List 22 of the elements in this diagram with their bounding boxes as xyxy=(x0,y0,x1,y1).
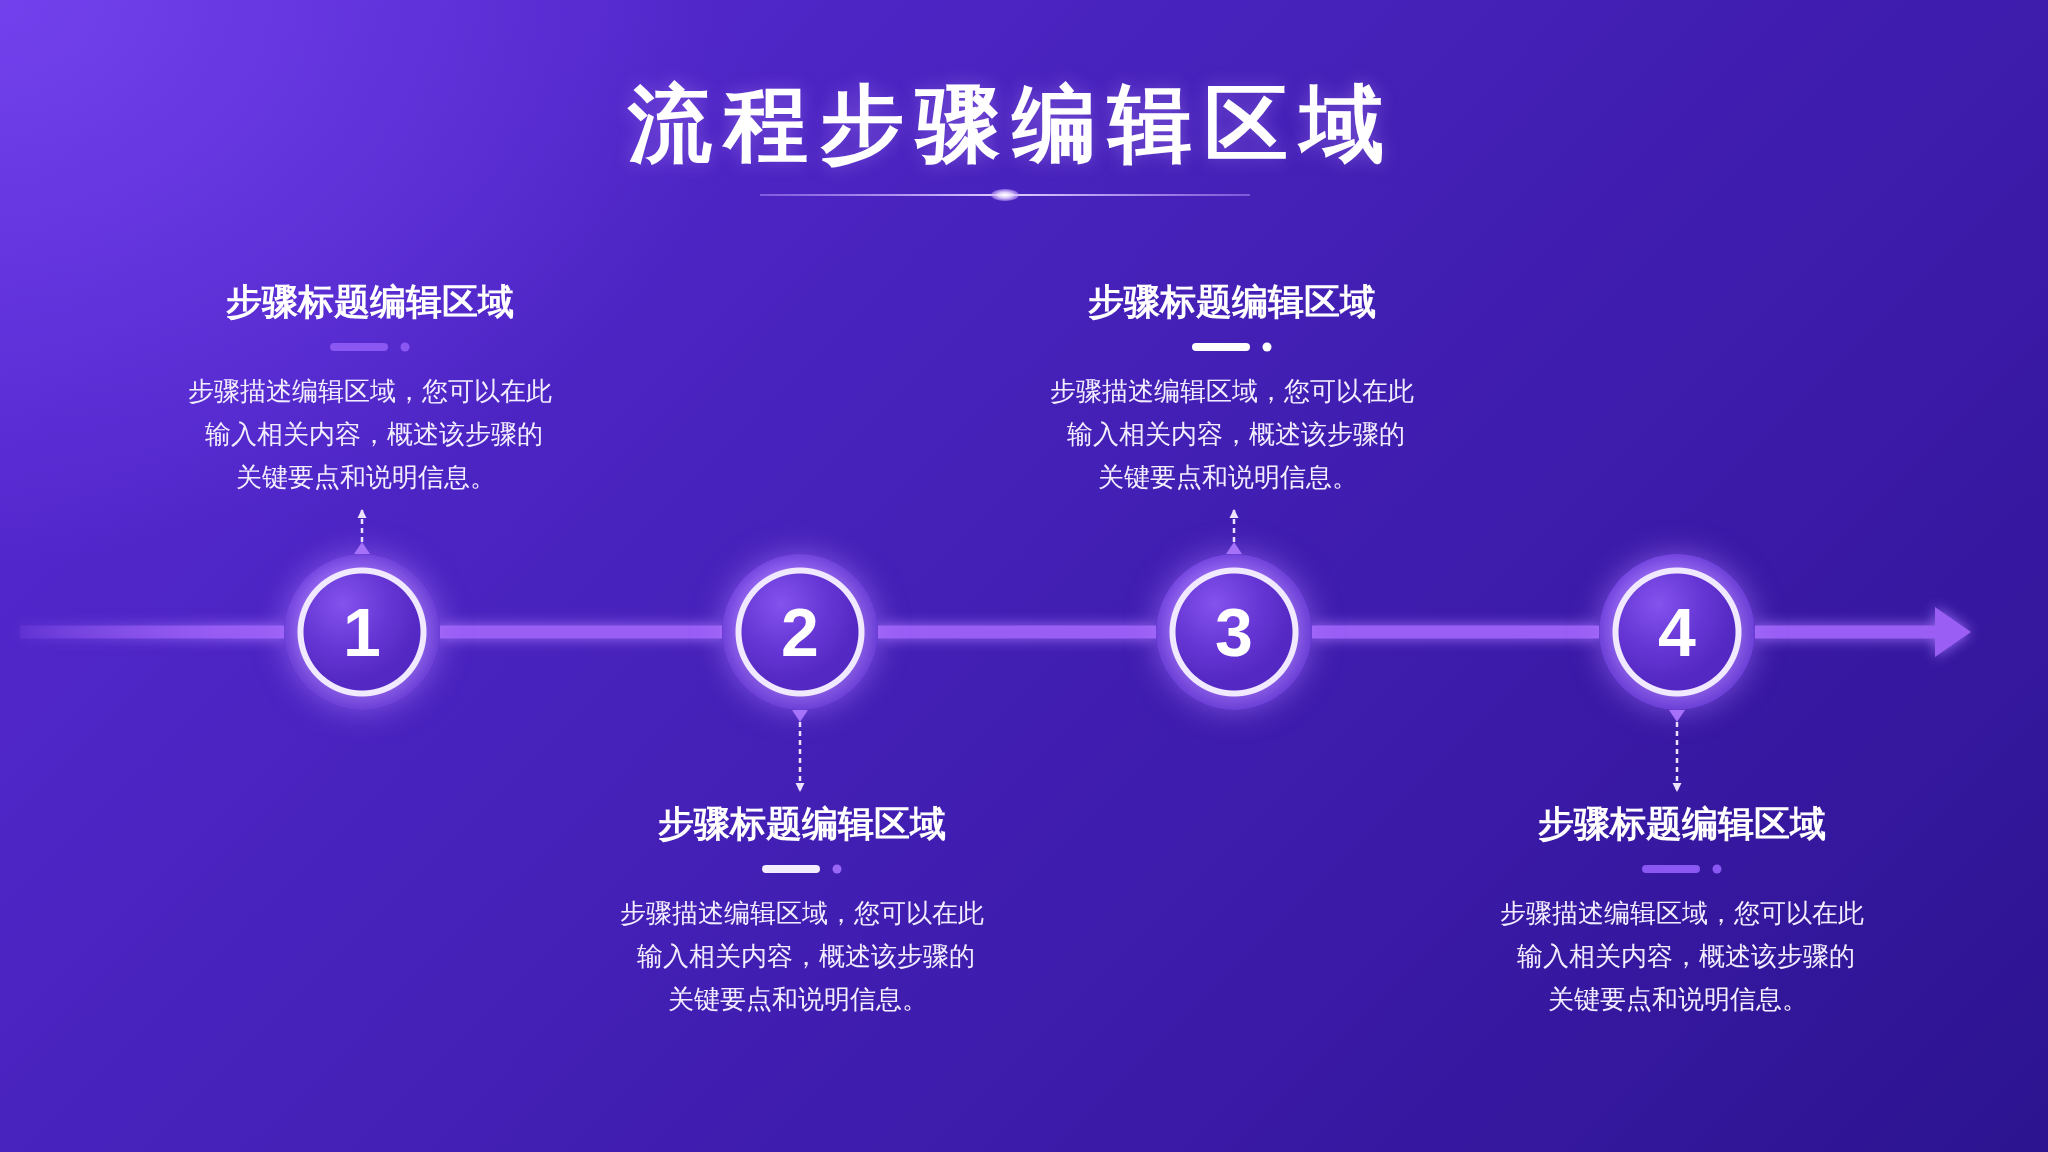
step-title: 步骤标题编辑区域 xyxy=(226,280,514,324)
leader-line xyxy=(1229,509,1239,542)
leader-line xyxy=(795,722,805,792)
step-title: 步骤标题编辑区域 xyxy=(1088,280,1376,324)
step-number: 2 xyxy=(781,598,819,666)
title: 流程步骤编辑区域 xyxy=(626,74,1396,175)
step-description: 步骤描述编辑区域，您可以在此输入相关内容，概述该步骤的关键要点和说明信息。 xyxy=(619,897,985,1016)
step-number: 3 xyxy=(1215,598,1253,666)
step-title: 步骤标题编辑区域 xyxy=(658,802,946,846)
timeline-line xyxy=(20,625,284,639)
leader-line xyxy=(1672,722,1682,792)
leader-line xyxy=(357,509,367,542)
step-description: 步骤描述编辑区域，您可以在此输入相关内容，概述该步骤的关键要点和说明信息。 xyxy=(1499,897,1865,1016)
timeline-line xyxy=(440,625,722,639)
timeline-arrow xyxy=(1755,607,1971,657)
step-number: 4 xyxy=(1658,598,1696,666)
step-number: 1 xyxy=(343,598,381,666)
timeline-line xyxy=(1312,625,1599,639)
step-description: 步骤描述编辑区域，您可以在此输入相关内容，概述该步骤的关键要点和说明信息。 xyxy=(187,375,553,494)
step-title: 步骤标题编辑区域 xyxy=(1538,802,1826,846)
step-description: 步骤描述编辑区域，您可以在此输入相关内容，概述该步骤的关键要点和说明信息。 xyxy=(1049,375,1415,494)
timeline-line xyxy=(878,625,1156,639)
